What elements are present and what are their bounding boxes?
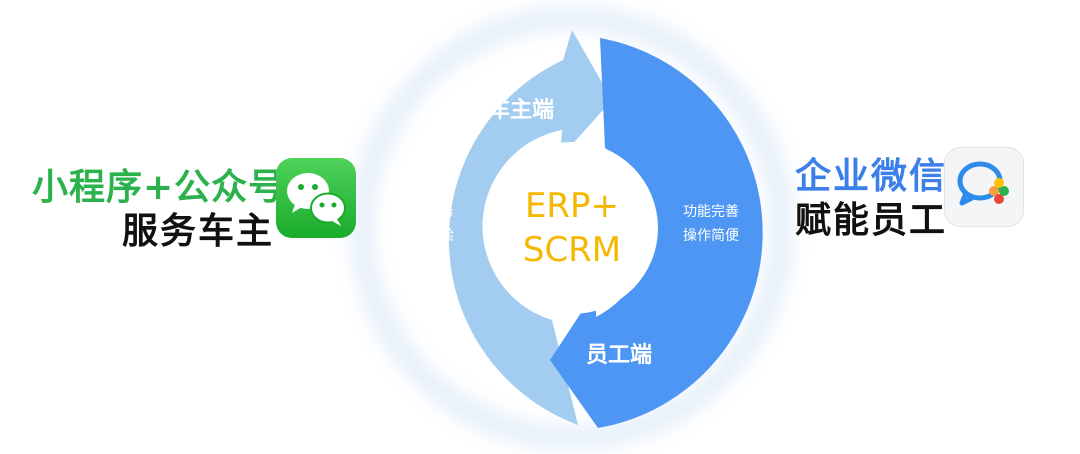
owner-benefit-1: 便捷服务 [398, 204, 454, 220]
staff-benefit-1: 功能完善 [683, 204, 739, 220]
right-title: 企业微信 [795, 156, 948, 197]
left-title: 小程序+公众号 [32, 167, 286, 208]
staff-benefits: 功能完善 操作简便 [683, 200, 739, 248]
owner-arc [448, 30, 612, 425]
owner-benefits: 便捷服务 优异体验 [398, 200, 454, 248]
center-label: ERP+ SCRM [508, 184, 636, 272]
right-subtitle: 赋能员工 [795, 200, 948, 241]
wecom-icon [944, 147, 1024, 227]
owner-side-label: 车主端 [488, 98, 555, 123]
left-subtitle: 服务车主 [122, 211, 275, 252]
staff-side-label: 员工端 [586, 343, 653, 368]
staff-benefit-2: 操作简便 [683, 228, 739, 244]
center-circle [486, 142, 658, 314]
center-line-2: SCRM [522, 230, 622, 270]
wechat-icon [276, 158, 356, 238]
owner-benefit-2: 优异体验 [398, 228, 454, 244]
center-line-1: ERP+ [524, 186, 620, 226]
